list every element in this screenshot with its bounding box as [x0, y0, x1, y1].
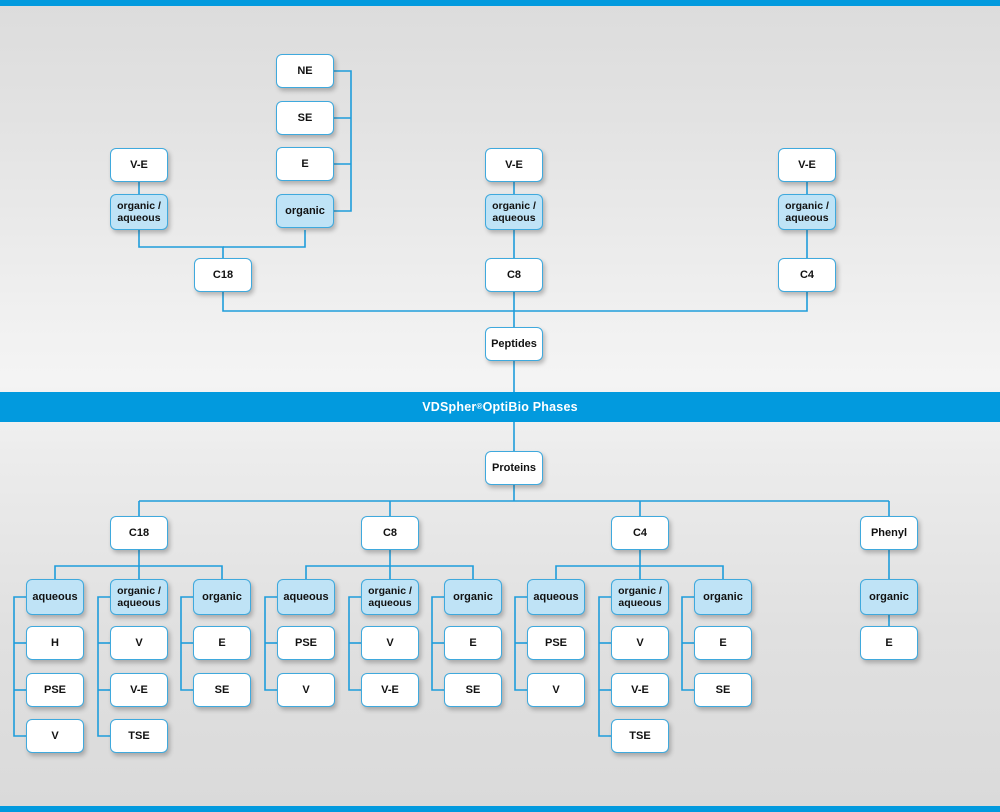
top-accent-bar [0, 0, 1000, 6]
node-pr_c4_aq[interactable]: aqueous [527, 579, 585, 615]
bottom-accent-bar [0, 806, 1000, 812]
node-pr_c18[interactable]: C18 [110, 516, 168, 550]
node-pr_c4_aq_2[interactable]: V [527, 673, 585, 707]
node-pep_c8[interactable]: C8 [485, 258, 543, 292]
node-c8_orgaq[interactable]: organic / aqueous [485, 194, 543, 230]
node-pr_c4_oa[interactable]: organic / aqueous [611, 579, 669, 615]
node-pr_c8_aq[interactable]: aqueous [277, 579, 335, 615]
node-pr_c4_aq_1[interactable]: PSE [527, 626, 585, 660]
node-pr_c4[interactable]: C4 [611, 516, 669, 550]
node-pr_c8_oa_1[interactable]: V [361, 626, 419, 660]
node-c8_ve[interactable]: V-E [485, 148, 543, 182]
connector-line [555, 550, 641, 579]
node-c4_orgaq[interactable]: organic / aqueous [778, 194, 836, 230]
node-pr_phenyl[interactable]: Phenyl [860, 516, 918, 550]
connector-line [97, 596, 110, 737]
node-pep_c18[interactable]: C18 [194, 258, 252, 292]
node-pr_c8_aq_1[interactable]: PSE [277, 626, 335, 660]
node-proteins[interactable]: Proteins [485, 451, 543, 485]
node-top_e[interactable]: E [276, 147, 334, 181]
node-pr_c4_or[interactable]: organic [694, 579, 752, 615]
node-pr_c18_aq[interactable]: aqueous [26, 579, 84, 615]
node-pr_ph_or_1[interactable]: E [860, 626, 918, 660]
connector-line [222, 292, 514, 312]
node-pr_c8_oa[interactable]: organic / aqueous [361, 579, 419, 615]
connector-line [138, 230, 224, 258]
banner-text-before: VDSpher [422, 400, 477, 414]
connector-line [334, 70, 352, 212]
node-pr_c4_or_1[interactable]: E [694, 626, 752, 660]
connector-line [305, 550, 391, 579]
connector-line [514, 292, 808, 312]
node-pr_c18_or[interactable]: organic [193, 579, 251, 615]
connector-line [390, 565, 474, 579]
node-pr_c18_aq_2[interactable]: PSE [26, 673, 84, 707]
node-peptides[interactable]: Peptides [485, 327, 543, 361]
connector-line [13, 596, 26, 737]
node-pr_c18_oa_2[interactable]: V-E [110, 673, 168, 707]
node-pr_c4_or_2[interactable]: SE [694, 673, 752, 707]
connector-line [223, 230, 306, 248]
node-pr_c8_oa_2[interactable]: V-E [361, 673, 419, 707]
node-pr_c18_aq_1[interactable]: H [26, 626, 84, 660]
node-top_ne[interactable]: NE [276, 54, 334, 88]
node-pr_c4_oa_2[interactable]: V-E [611, 673, 669, 707]
connector-line [54, 550, 140, 579]
node-top_se[interactable]: SE [276, 101, 334, 135]
node-pr_c18_or_2[interactable]: SE [193, 673, 251, 707]
connector-line [640, 565, 724, 579]
node-pep_c4[interactable]: C4 [778, 258, 836, 292]
node-pr_c8_or_1[interactable]: E [444, 626, 502, 660]
connector-line [139, 565, 223, 579]
node-pr_ph_or[interactable]: organic [860, 579, 918, 615]
node-c4_ve[interactable]: V-E [778, 148, 836, 182]
node-pr_c18_oa_3[interactable]: TSE [110, 719, 168, 753]
node-pr_c8[interactable]: C8 [361, 516, 419, 550]
node-c18_orgaq[interactable]: organic / aqueous [110, 194, 168, 230]
banner-text-after: OptiBio Phases [482, 400, 578, 414]
node-pr_c18_oa_1[interactable]: V [110, 626, 168, 660]
node-pr_c18_oa[interactable]: organic / aqueous [110, 579, 168, 615]
node-pr_c8_aq_2[interactable]: V [277, 673, 335, 707]
node-pr_c8_or_2[interactable]: SE [444, 673, 502, 707]
node-c18_ve[interactable]: V-E [110, 148, 168, 182]
node-pr_c8_or[interactable]: organic [444, 579, 502, 615]
banner-vdspher-optibio-phases: VDSpher® OptiBio Phases [0, 392, 1000, 422]
node-pr_c4_oa_3[interactable]: TSE [611, 719, 669, 753]
connector-line [598, 596, 611, 737]
node-pr_c4_oa_1[interactable]: V [611, 626, 669, 660]
node-top_organic[interactable]: organic [276, 194, 334, 228]
node-pr_c18_aq_3[interactable]: V [26, 719, 84, 753]
node-pr_c18_or_1[interactable]: E [193, 626, 251, 660]
